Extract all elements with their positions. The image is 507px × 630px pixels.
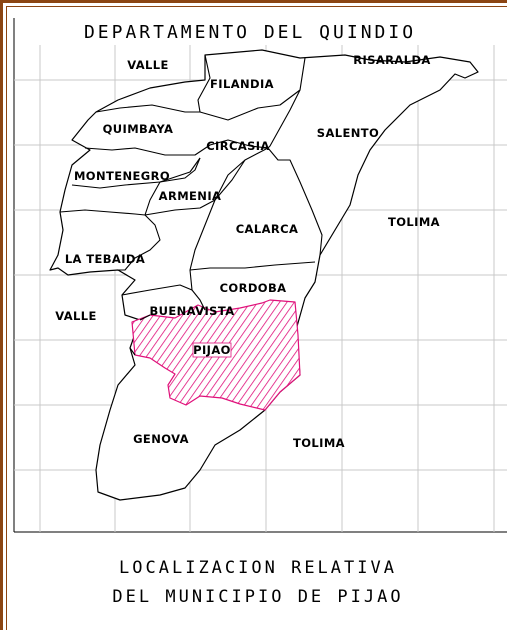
neighbor-labels: VALLE RISARALDA TOLIMA VALLE TOLIMA [55, 53, 440, 450]
label-genova: GENOVA [133, 432, 189, 446]
map-title: DEPARTAMENTO DEL QUINDIO [84, 22, 416, 43]
label-filandia: FILANDIA [210, 77, 274, 91]
municipal-boundaries [59, 54, 323, 356]
label-valle-north: VALLE [127, 58, 169, 72]
label-tolima-south: TOLIMA [293, 436, 345, 450]
label-tolima-east: TOLIMA [388, 215, 440, 229]
label-risaralda: RISARALDA [353, 53, 430, 67]
label-salento: SALENTO [317, 126, 379, 140]
label-montenegro: MONTENEGRO [74, 169, 170, 183]
label-pijao: PIJAO [193, 343, 231, 357]
label-la-tebaida: LA TEBAIDA [65, 252, 145, 266]
label-calarca: CALARCA [236, 222, 299, 236]
caption-line-2: DEL MUNICIPIO DE PIJAO [112, 587, 403, 607]
label-valle-west: VALLE [55, 309, 97, 323]
caption-line-1: LOCALIZACION RELATIVA [119, 558, 397, 578]
label-cordoba: CORDOBA [220, 281, 287, 295]
municipality-labels: FILANDIA QUIMBAYA CIRCASIA SALENTO MONTE… [65, 77, 379, 446]
department-outline [49, 49, 479, 501]
label-quimbaya: QUIMBAYA [103, 122, 174, 136]
pijao-label-box [192, 342, 232, 358]
label-armenia: ARMENIA [159, 189, 222, 203]
label-circasia: CIRCASIA [206, 139, 270, 153]
label-buenavista: BUENAVISTA [149, 304, 234, 318]
